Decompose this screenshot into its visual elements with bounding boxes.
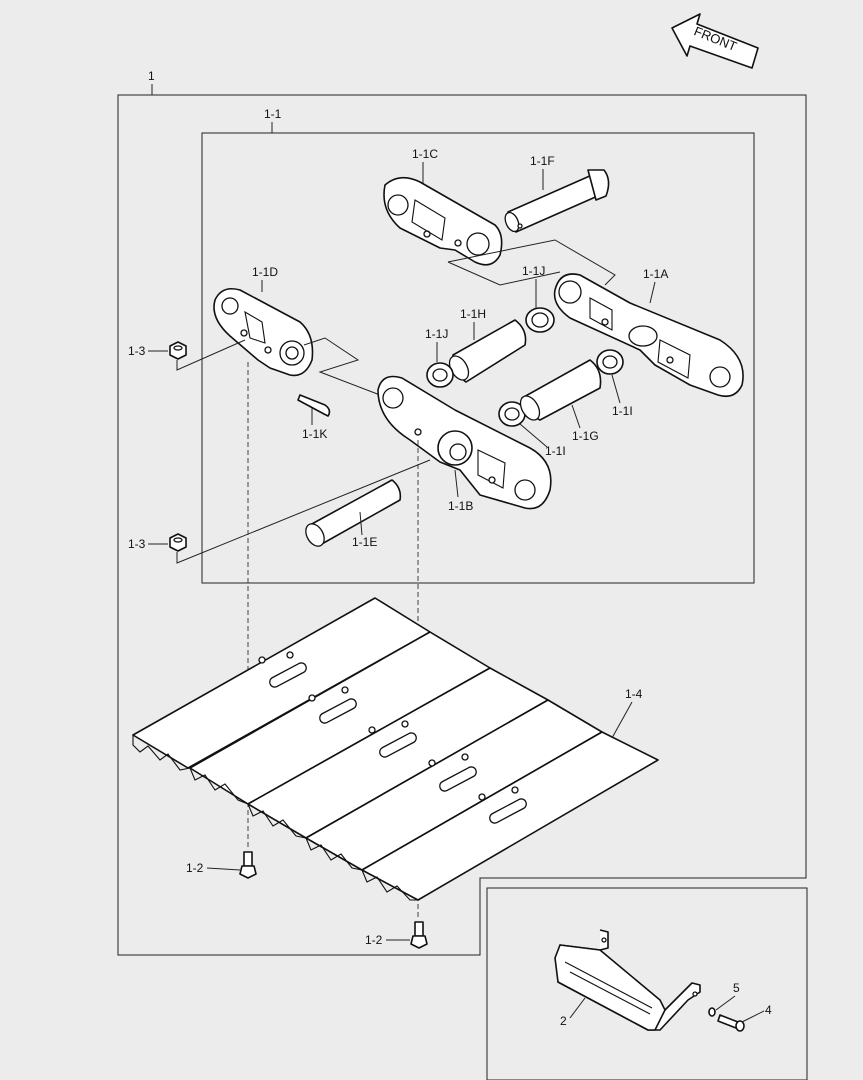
callout-2: 2 bbox=[560, 1014, 567, 1028]
front-arrow-icon: FRONT bbox=[671, 13, 759, 69]
nut-1-3-upper bbox=[169, 341, 187, 360]
callout-1-1a: 1-1A bbox=[643, 267, 668, 281]
callout-1-1i-left: 1-1I bbox=[545, 444, 566, 458]
callout-1-1b: 1-1B bbox=[448, 499, 473, 513]
callout-1-3-lower: 1-3 bbox=[128, 537, 146, 551]
callout-4: 4 bbox=[765, 1003, 772, 1017]
callout-1-4: 1-4 bbox=[625, 687, 643, 701]
callout-1-1j-right: 1-1J bbox=[522, 264, 545, 278]
callout-1-1f: 1-1F bbox=[530, 154, 555, 168]
pin-1-1f bbox=[504, 169, 610, 233]
callout-1-1j-left: 1-1J bbox=[425, 327, 448, 341]
callout-1-1h: 1-1H bbox=[460, 307, 486, 321]
callout-1-2-right: 1-2 bbox=[365, 933, 383, 947]
link-1-1c bbox=[383, 176, 503, 266]
callout-1-1c: 1-1C bbox=[412, 147, 438, 161]
bushing-1-1g bbox=[519, 359, 602, 421]
callout-1-1d: 1-1D bbox=[252, 265, 278, 279]
link-1-1d bbox=[213, 287, 314, 377]
bolt-1-2-right bbox=[410, 921, 428, 949]
pin-1-1k bbox=[297, 394, 331, 417]
callout-1: 1 bbox=[148, 69, 155, 83]
callout-1-1e: 1-1E bbox=[352, 535, 377, 549]
link-1-1b bbox=[377, 375, 552, 510]
link-1-1a bbox=[553, 273, 744, 398]
step-frame bbox=[486, 887, 808, 1080]
bolt-4 bbox=[717, 1014, 745, 1032]
callout-1-3-upper: 1-3 bbox=[128, 344, 146, 358]
callout-1-1g: 1-1G bbox=[572, 429, 599, 443]
nut-1-3-lower bbox=[169, 533, 187, 552]
assembly-1-frame bbox=[117, 94, 807, 956]
callout-1-2-left: 1-2 bbox=[186, 861, 204, 875]
link-assembly-frame bbox=[201, 132, 755, 584]
callout-1-1: 1-1 bbox=[264, 107, 282, 121]
washer-5 bbox=[708, 1007, 716, 1017]
callout-5: 5 bbox=[733, 981, 740, 995]
seal-1-1i-right bbox=[596, 349, 624, 375]
bushing-1-1h bbox=[448, 319, 527, 383]
bolt-1-2-left bbox=[239, 851, 257, 879]
spacer-1-1j-left bbox=[426, 362, 454, 388]
pin-1-1e bbox=[305, 479, 402, 547]
track-shoes-1-4 bbox=[132, 597, 659, 901]
step-2 bbox=[554, 929, 701, 1031]
callout-1-1i-right: 1-1I bbox=[612, 404, 633, 418]
callout-1-1k: 1-1K bbox=[302, 427, 327, 441]
spacer-1-1j-right bbox=[525, 307, 555, 333]
